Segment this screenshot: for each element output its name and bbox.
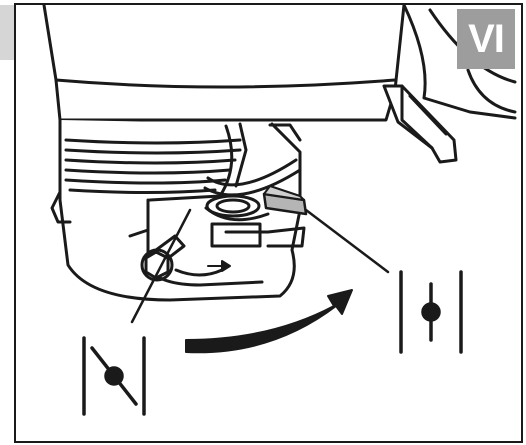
right-ear <box>268 123 302 142</box>
carburetor-body <box>58 118 302 302</box>
left-ear <box>50 190 72 224</box>
bowl-nut <box>144 250 170 280</box>
choke-closed-icon <box>82 336 146 416</box>
big-arrow-icon <box>185 289 353 354</box>
right-housing <box>402 3 517 120</box>
bowl-screw-arm <box>146 234 186 268</box>
cooling-fins <box>64 138 242 194</box>
fuel-tank <box>42 3 406 122</box>
tank-lower-rim <box>54 78 397 89</box>
small-arrow-icon <box>207 260 231 272</box>
choke-open-icon <box>399 270 463 354</box>
mount-bracket <box>382 84 458 164</box>
step-badge: VI <box>457 9 515 69</box>
leader-line-left <box>130 208 192 324</box>
leader-line-right <box>304 208 390 274</box>
choke-arc <box>206 158 298 187</box>
side-tab <box>0 5 14 60</box>
